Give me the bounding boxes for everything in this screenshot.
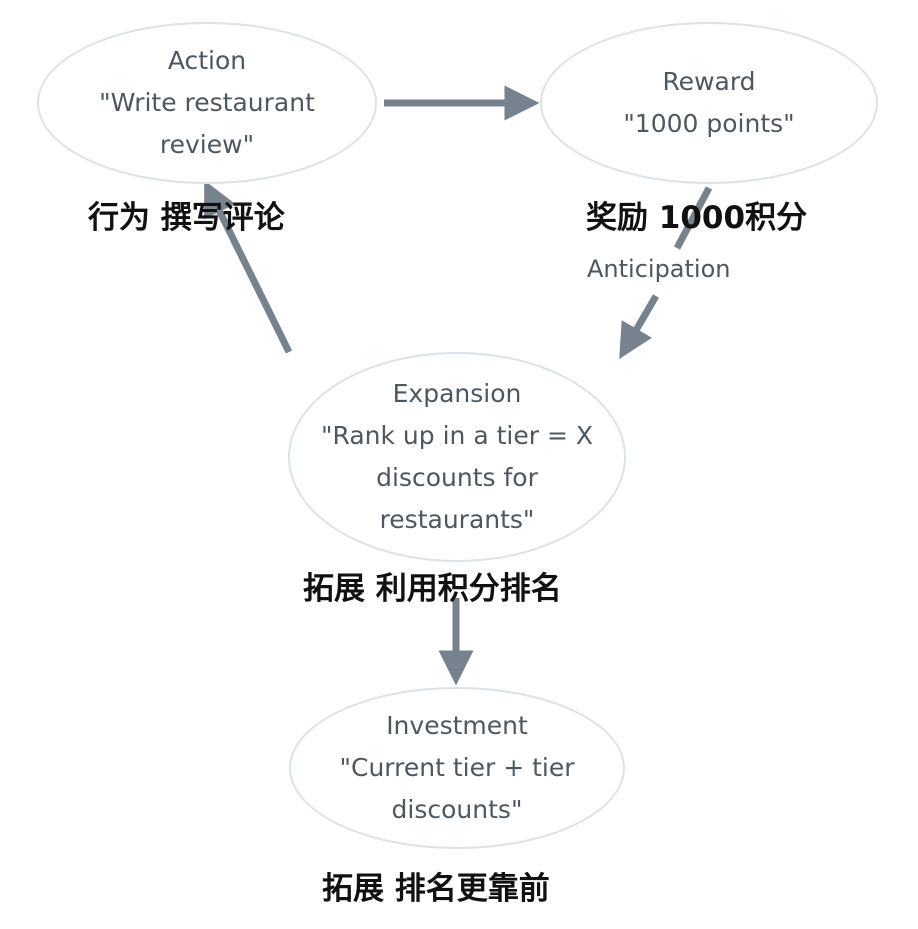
node-expansion-line-2: discounts for xyxy=(376,463,538,492)
node-reward: Reward "1000 points" xyxy=(540,22,878,184)
node-investment-title: Investment xyxy=(386,711,528,740)
node-expansion-title: Expansion xyxy=(392,379,522,408)
node-action-line-2: review" xyxy=(159,130,255,159)
node-reward-cn-label: 奖励 1000积分 xyxy=(586,200,808,236)
arrow-anticipation-to-expansion xyxy=(619,294,660,360)
node-action-line-1: "Write restaurant xyxy=(99,88,315,117)
node-expansion-line-1: "Rank up in a tier = X xyxy=(321,421,593,450)
node-reward-title: Reward xyxy=(662,67,756,96)
node-expansion: Expansion "Rank up in a tier = X discoun… xyxy=(288,352,626,562)
node-investment-cn-label: 拓展 排名更靠前 xyxy=(322,871,550,907)
node-investment-line-1: "Current tier + tier xyxy=(339,753,575,782)
node-expansion-cn-label: 拓展 利用积分排名 xyxy=(303,571,562,607)
node-investment: Investment "Current tier + tier discount… xyxy=(289,687,625,849)
node-expansion-line-3: restaurants" xyxy=(379,505,535,534)
arrow-reward-to-expansion xyxy=(673,186,713,250)
node-investment-line-2: discounts" xyxy=(391,795,523,824)
node-reward-line-1: "1000 points" xyxy=(623,109,795,138)
node-action: Action "Write restaurant review" xyxy=(37,22,377,184)
arrow-expansion-to-action xyxy=(204,180,293,354)
node-action-title: Action xyxy=(167,46,247,75)
edge-anticipation-label: Anticipation xyxy=(587,255,731,283)
node-action-cn-label: 行为 撰写评论 xyxy=(88,200,285,236)
